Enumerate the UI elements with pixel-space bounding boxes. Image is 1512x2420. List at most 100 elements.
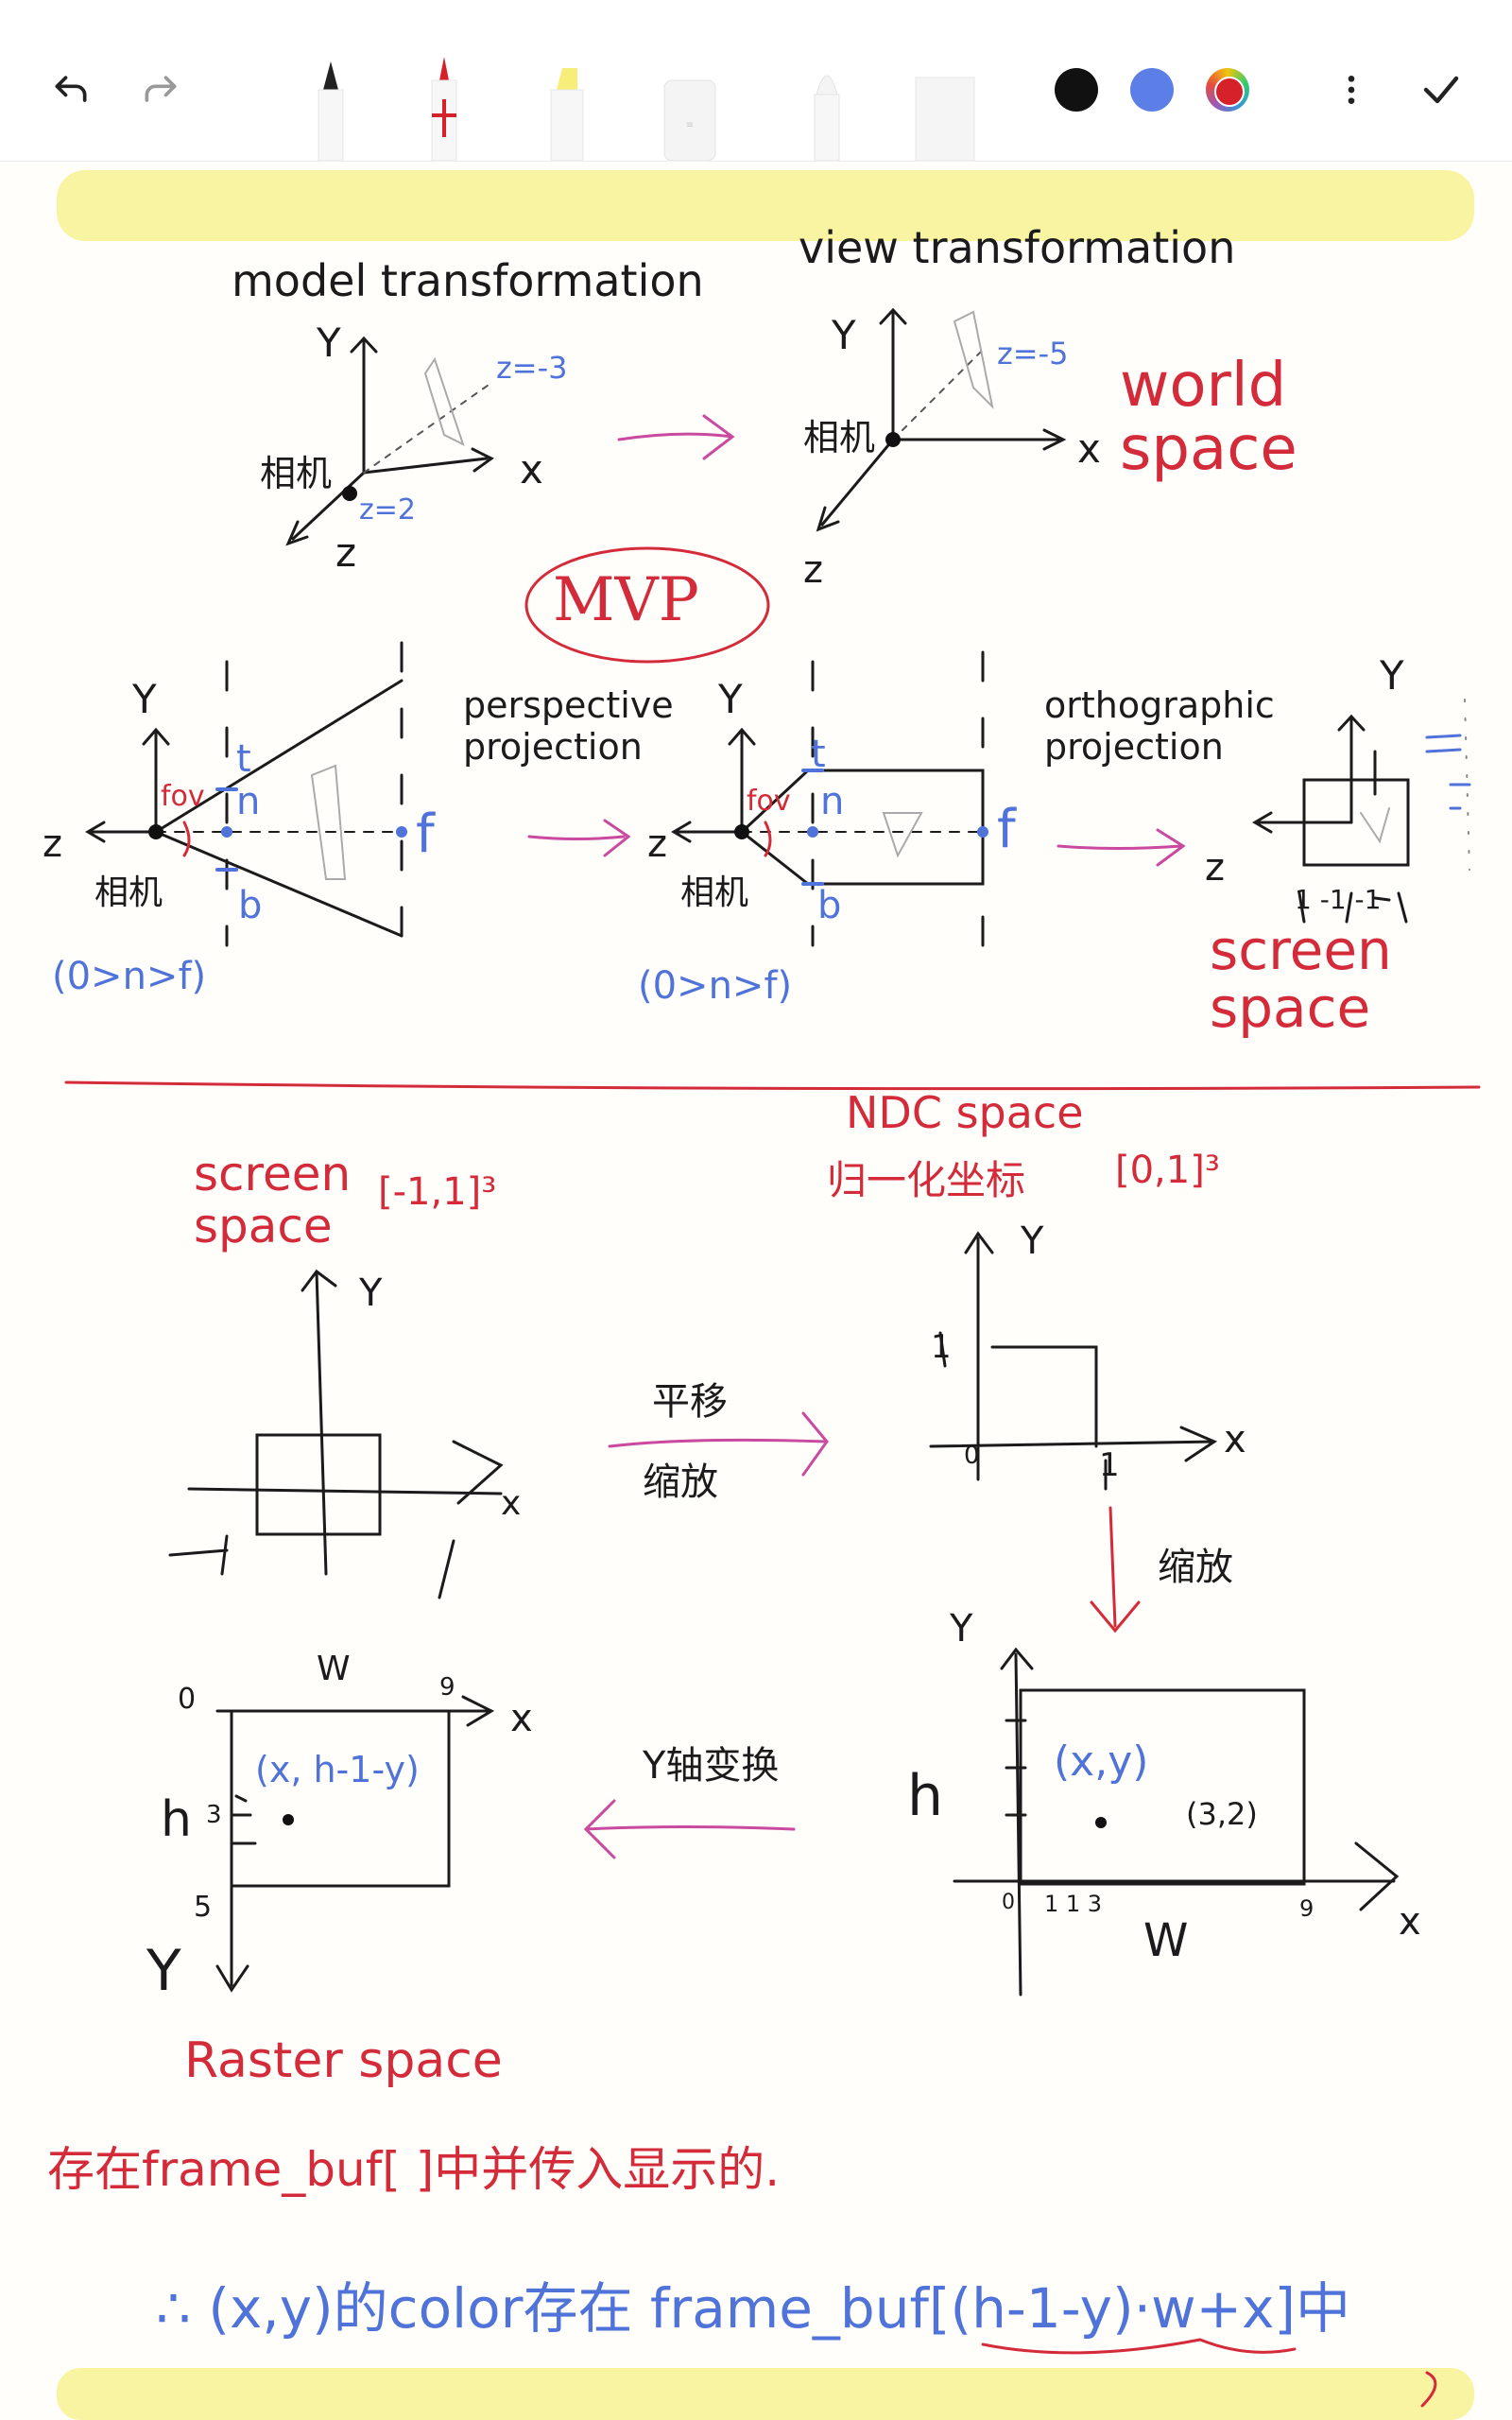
pencil-icon xyxy=(814,75,840,162)
ndc-one-y-label: 1 xyxy=(931,1328,952,1366)
ndc-range-label: [0,1]³ xyxy=(1115,1149,1220,1192)
store-line: 存在frame_buf[ ]中并传入显示的. xyxy=(47,2142,781,2197)
camera-label-2: 相机 xyxy=(803,417,876,458)
axis-z-label: z xyxy=(335,529,357,576)
pen-tool[interactable] xyxy=(298,57,364,162)
marker-pen-icon xyxy=(431,57,457,162)
f-label: f xyxy=(416,804,435,865)
frustum2-y-label: Y xyxy=(718,676,743,722)
scaled-y-label: Y xyxy=(950,1607,973,1651)
ortho-z-label: z xyxy=(1205,846,1225,890)
orthographic-projection-label: orthographic projection xyxy=(1044,684,1275,768)
ortho-y-label: Y xyxy=(1380,652,1404,699)
axis-y-label-2: Y xyxy=(832,312,856,358)
raster-space-label: Raster space xyxy=(184,2032,503,2089)
axis-x-label-2: x xyxy=(1077,425,1101,472)
note-canvas[interactable]: model transformation view transformation… xyxy=(0,161,1512,2420)
color-black-swatch[interactable] xyxy=(1055,68,1098,112)
scaled-h-label: h xyxy=(907,1763,944,1829)
more-button[interactable] xyxy=(1314,52,1389,128)
ndc-one-x-label: 1 xyxy=(1099,1446,1120,1484)
view-transformation-label: view transformation xyxy=(799,222,1236,273)
svg-text:≡: ≡ xyxy=(686,120,694,130)
raster-origin-label: 0 xyxy=(178,1683,197,1716)
ndc-origin-label: 0 xyxy=(964,1442,980,1470)
n-label: n xyxy=(236,780,261,823)
raster-y-label: Y xyxy=(146,1938,181,2004)
b-label: b xyxy=(238,884,263,927)
frustum2-z-label: z xyxy=(647,822,667,866)
axis-x-label: x xyxy=(520,446,543,493)
z-2-label: z=2 xyxy=(359,493,416,527)
eraser-tool[interactable]: ≡ xyxy=(657,57,723,162)
raster-five-label: 5 xyxy=(194,1891,213,1924)
z-neg3-label: z=-3 xyxy=(496,350,568,386)
y-flip-label: Y轴变换 xyxy=(643,1744,780,1788)
raster-w-label: W xyxy=(317,1650,351,1688)
world-space-label: world space xyxy=(1120,351,1297,485)
done-button[interactable] xyxy=(1403,52,1479,128)
ortho-ticks-label: 1 -1 -1 xyxy=(1295,884,1382,915)
color-blue-swatch[interactable] xyxy=(1130,68,1174,112)
scaled-nine-label: 9 xyxy=(1299,1895,1314,1922)
raster-nine-label: 9 xyxy=(439,1673,455,1702)
screen-x-label: x xyxy=(501,1484,522,1523)
frustum-y-label: Y xyxy=(132,676,157,722)
perspective-projection-label: perspective projection xyxy=(463,684,674,768)
scaled-point-label: (x,y) xyxy=(1054,1737,1149,1786)
redo-icon xyxy=(145,76,177,102)
scale-label-2: 缩放 xyxy=(1158,1546,1233,1589)
z-neg5-label: z=-5 xyxy=(997,336,1069,372)
frustum2-camera-label: 相机 xyxy=(680,873,749,912)
t-label-2: t xyxy=(811,733,826,776)
marker-pen-tool[interactable] xyxy=(411,57,477,162)
frustum-z-label: z xyxy=(43,822,62,866)
screen-space-range-label: [-1,1]³ xyxy=(378,1170,497,1214)
screen-space-label: screen space xyxy=(1210,918,1392,1040)
n-label-2: n xyxy=(820,780,845,823)
ndc-y-label: Y xyxy=(1021,1219,1044,1263)
frustum-camera-label: 相机 xyxy=(94,873,163,912)
screen-y-label: Y xyxy=(359,1271,383,1315)
scaled-origin-label: 0 xyxy=(1002,1891,1015,1914)
model-transformation-label: model transformation xyxy=(232,255,704,306)
highlighter-tool[interactable] xyxy=(534,57,600,162)
fov-label-2: fov xyxy=(747,785,791,818)
scale-label: 缩放 xyxy=(643,1461,718,1504)
raster-x-label: x xyxy=(510,1697,533,1740)
raster-h-label: h xyxy=(161,1791,192,1848)
axis-z-label-2: z xyxy=(803,548,823,592)
scaled-x-label: x xyxy=(1399,1900,1421,1944)
t-label: t xyxy=(236,737,251,781)
raster-three-label: 3 xyxy=(206,1801,222,1829)
ndc-cn-label: 归一化坐标 xyxy=(827,1157,1026,1203)
axis-y-label: Y xyxy=(317,320,341,366)
mvp-label: MVP xyxy=(553,565,699,635)
undo-icon xyxy=(55,76,87,102)
undo-button[interactable] xyxy=(33,52,109,128)
raster-point-label: (x, h-1-y) xyxy=(255,1749,420,1790)
formula-line: ∴ (x,y)的color存在 frame_buf[(h-1-y)·w+x]中 xyxy=(156,2276,1351,2341)
pen-icon xyxy=(318,61,344,162)
fov-label: fov xyxy=(161,780,205,813)
highlighter-icon xyxy=(550,68,584,162)
f-label-2: f xyxy=(997,799,1016,860)
translate-label: 平移 xyxy=(652,1380,728,1424)
more-vertical-icon xyxy=(1348,76,1355,104)
redo-button[interactable] xyxy=(123,52,198,128)
range-cond-label: (0>n>f) xyxy=(52,955,207,998)
ndc-x-label: x xyxy=(1224,1418,1246,1461)
ruler-tool[interactable] xyxy=(912,57,978,162)
color-picker-swatch[interactable] xyxy=(1206,68,1249,112)
eraser-icon: ≡ xyxy=(663,79,716,162)
b-label-2: b xyxy=(817,884,842,927)
screen-space-label-2: screen space xyxy=(194,1147,352,1253)
camera-label: 相机 xyxy=(260,453,333,494)
notes-drawing xyxy=(57,170,1481,2420)
ruler-icon xyxy=(915,77,975,162)
range-cond-label-2: (0>n>f) xyxy=(638,964,793,1008)
ndc-space-label: NDC space xyxy=(846,1087,1084,1138)
scaled-point-32-label: (3,2) xyxy=(1186,1796,1258,1832)
notes-toolbar: ≡ xyxy=(0,0,1512,162)
pencil-tool[interactable] xyxy=(794,57,860,162)
